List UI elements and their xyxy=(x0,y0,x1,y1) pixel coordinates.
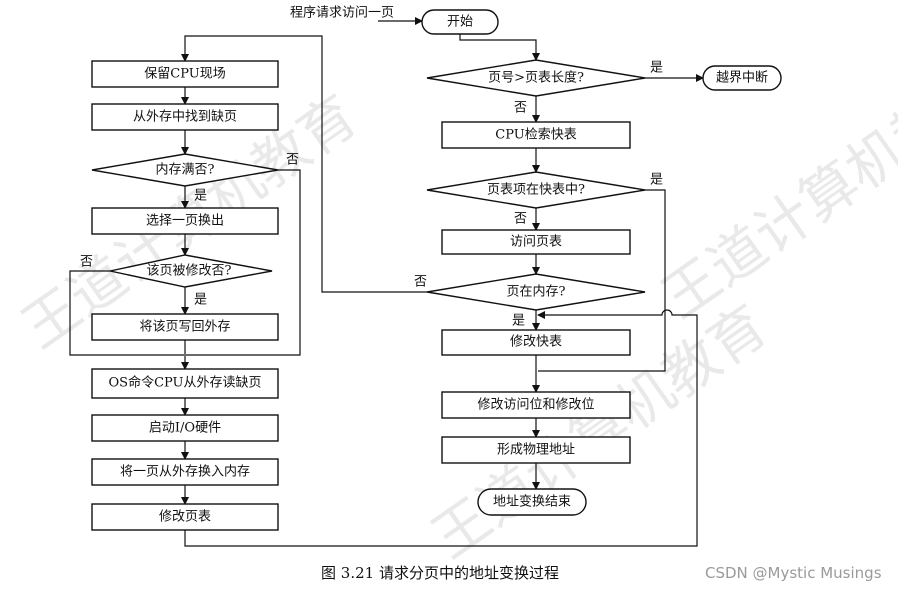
start-label: 开始 xyxy=(447,15,473,30)
page-in-memory-decision xyxy=(426,273,646,311)
page-number-decision xyxy=(426,59,646,97)
access-page-table-label: 访问页表 xyxy=(510,235,562,250)
right-column: 程序请求访问一页 开始 页号>页表长度? 越界中断 CPU检索快表 页表项在快表… xyxy=(290,6,782,516)
end-label: 地址变换结束 xyxy=(493,494,571,510)
cpu-search-tlb-box xyxy=(441,121,631,149)
swap-in-box xyxy=(91,458,279,486)
end-terminal xyxy=(477,488,587,516)
find-missing-box xyxy=(91,103,279,131)
page-modified-decision-label: 该页被修改否? xyxy=(147,264,232,279)
save-cpu-box xyxy=(91,60,279,88)
no-label: 否 xyxy=(414,275,427,290)
write-back-label: 将该页写回外存 xyxy=(139,320,230,335)
select-swap-box xyxy=(91,207,279,235)
yes-label: 是 xyxy=(194,293,207,308)
out-of-bounds-label: 越界中断 xyxy=(716,71,768,86)
no-label: 否 xyxy=(514,212,527,227)
memory-full-decision-label: 内存满否? xyxy=(156,162,215,178)
cpu-search-tlb-label: CPU检索快表 xyxy=(495,128,576,143)
start-io-box xyxy=(91,414,279,442)
modify-bits-label: 修改访问位和修改位 xyxy=(477,398,594,413)
yes-label: 是 xyxy=(650,173,663,188)
figure-caption: 图 3.21 请求分页中的地址变换过程 xyxy=(321,564,559,582)
page-in-memory-decision-label: 页在内存? xyxy=(507,284,566,300)
modify-tlb-box xyxy=(441,329,631,356)
tlb-hit-decision xyxy=(426,171,646,209)
physical-address-label: 形成物理地址 xyxy=(497,443,575,458)
connector-lines xyxy=(69,17,704,547)
modify-bits-box xyxy=(441,391,631,419)
start-io-label: 启动I/O硬件 xyxy=(149,421,221,436)
memory-full-decision xyxy=(91,153,279,187)
yes-label: 是 xyxy=(650,61,663,76)
find-missing-label: 从外存中找到缺页 xyxy=(133,110,237,125)
physical-address-box xyxy=(441,436,631,464)
start-terminal xyxy=(421,9,499,35)
modify-tlb-label: 修改快表 xyxy=(510,335,562,350)
swap-in-label: 将一页从外存换入内存 xyxy=(120,464,250,480)
os-read-box xyxy=(91,368,279,399)
watermark-text: 王道计算机教育 xyxy=(651,53,898,331)
yes-label: 是 xyxy=(194,189,207,204)
select-swap-label: 选择一页换出 xyxy=(146,214,224,229)
tlb-hit-decision-label: 页表项在快表中? xyxy=(487,183,585,198)
page-modified-decision xyxy=(109,254,273,288)
left-column: 保留CPU现场 从外存中找到缺页 内存满否? 选择一页换出 该页被修改否? 将该… xyxy=(91,60,279,531)
access-page-table-box xyxy=(441,229,631,255)
out-of-bounds-terminal xyxy=(702,65,782,91)
edge-labels: 是 否 是 否 否 是 否 是 否 是 xyxy=(80,61,663,329)
no-label: 否 xyxy=(514,101,527,116)
modify-page-table-box xyxy=(91,503,279,531)
credit-text: CSDN @Mystic Musings xyxy=(705,564,882,582)
modify-page-table-label: 修改页表 xyxy=(159,510,211,525)
yes-label: 是 xyxy=(512,314,525,329)
no-label: 否 xyxy=(286,153,299,168)
no-label: 否 xyxy=(80,255,93,270)
write-back-box xyxy=(91,313,279,341)
page-number-decision-label: 页号>页表长度? xyxy=(488,70,584,86)
entry-label: 程序请求访问一页 xyxy=(290,6,394,21)
os-read-label: OS命令CPU从外存读缺页 xyxy=(109,375,262,391)
save-cpu-label: 保留CPU现场 xyxy=(144,67,225,82)
